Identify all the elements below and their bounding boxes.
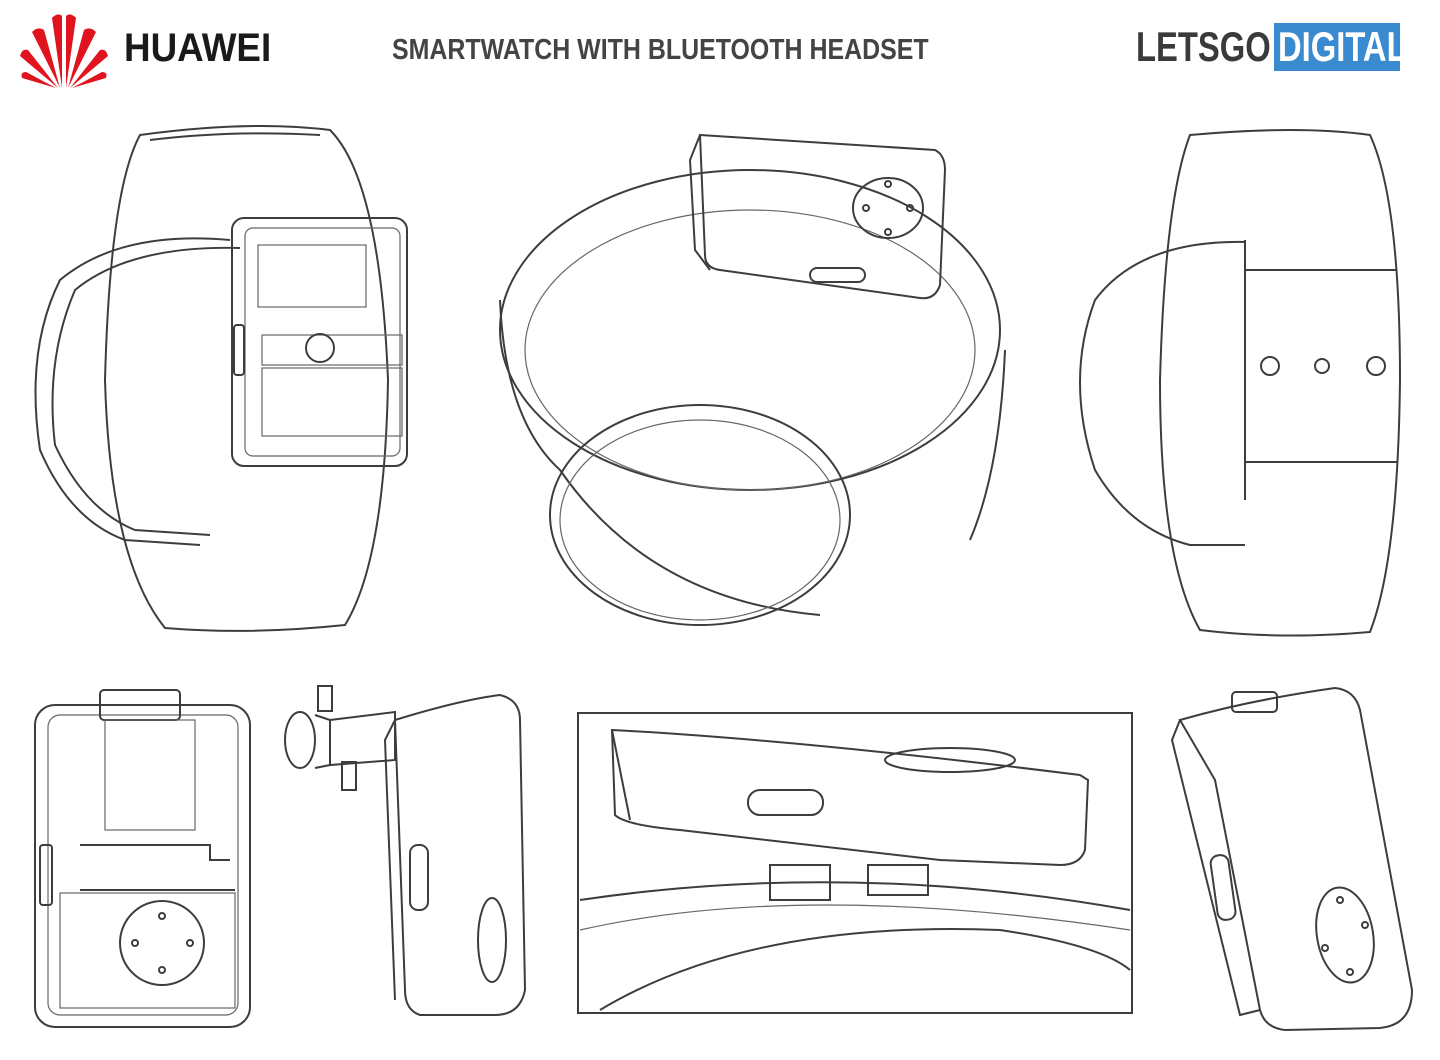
figure-module-back — [1170, 686, 1414, 1032]
figure-watch-open-front — [34, 125, 408, 632]
figure-watch-back — [1079, 129, 1402, 637]
huawei-brand: HUAWEI — [124, 26, 272, 70]
page-title: SMARTWATCH WITH BLUETOOTH HEADSET — [392, 34, 929, 66]
figure-module-side-earpiece — [284, 685, 527, 1016]
letsgodigital-logo: LETSGO DIGITAL — [1136, 23, 1407, 71]
figure-watch-perspective — [499, 133, 1006, 626]
header: HUAWEI SMARTWATCH WITH BLUETOOTH HEADSET… — [0, 0, 1440, 100]
figure-connector-detail — [577, 712, 1133, 1014]
huawei-logo-icon — [20, 14, 108, 88]
figure-module-front — [34, 689, 251, 1028]
